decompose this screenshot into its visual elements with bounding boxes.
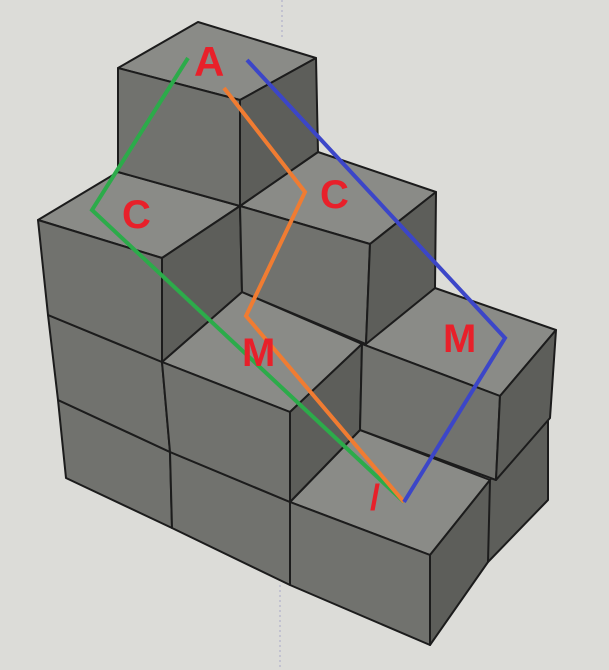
blue-path	[245, 58, 508, 504]
label-c-center: C	[320, 173, 349, 217]
cube-upper-left	[37, 171, 243, 363]
cube-bottom-front	[289, 429, 491, 646]
orange-path	[222, 86, 406, 504]
label-m-center: M	[242, 331, 275, 375]
label-m-right: M	[443, 317, 476, 361]
label-a: A	[194, 38, 224, 85]
label-c-left: C	[122, 193, 151, 237]
cube-upper-right	[239, 151, 437, 345]
green-path	[89, 56, 406, 504]
label-partial-bottom: /	[370, 477, 380, 518]
